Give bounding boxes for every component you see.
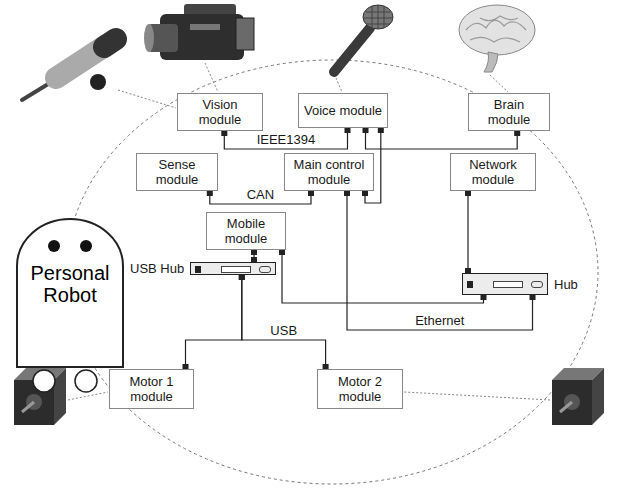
- cable-label: CAN: [245, 187, 276, 202]
- node-text: Motor 1 module: [114, 374, 189, 404]
- connector-plug: [481, 295, 487, 300]
- hub-box: [190, 262, 276, 275]
- connector-plug: [465, 191, 471, 196]
- hub-port: [493, 281, 523, 288]
- robot-boundary: [66, 60, 598, 484]
- node-text: Main control module: [289, 157, 369, 187]
- connector-plug: [345, 128, 351, 133]
- module-box: Main control module: [284, 153, 374, 191]
- module-box: Vision module: [177, 93, 263, 131]
- cable-label: IEEE1394: [255, 132, 318, 147]
- module-box: Voice module: [298, 93, 388, 128]
- hub-port: [467, 281, 473, 288]
- node-text: USB Hub: [130, 261, 184, 276]
- cable-label: USB: [268, 323, 299, 338]
- connector-plug: [279, 250, 285, 255]
- connector-plug: [362, 191, 368, 196]
- cable-line: [366, 128, 518, 149]
- node-text: Mobile module: [211, 216, 281, 246]
- module-box: Motor 1 module: [109, 369, 194, 409]
- hub-device: Hub: [462, 270, 578, 298]
- hub-device: USB Hub: [130, 259, 276, 278]
- module-box: Mobile module: [206, 212, 286, 250]
- node-text: Sense module: [141, 157, 213, 187]
- cable-line: [186, 275, 242, 369]
- robot-wheel: [33, 370, 97, 392]
- module-box: Network module: [450, 153, 536, 191]
- connector-plug: [207, 191, 213, 196]
- module-box: Brain module: [468, 93, 550, 131]
- module-box: Sense module: [136, 153, 218, 191]
- connector-plug: [378, 128, 384, 133]
- leader-line: [68, 63, 550, 400]
- node-text: Network module: [455, 157, 531, 187]
- robot-body: Personal Robot: [16, 218, 124, 368]
- connector-plug: [363, 128, 369, 133]
- connector-plug: [251, 250, 257, 255]
- connector-plug: [530, 295, 536, 300]
- hub-port: [259, 266, 271, 273]
- sensor-picture: [22, 39, 116, 100]
- robot-shape: [17, 219, 123, 367]
- robot-eye: [48, 240, 60, 252]
- camcorder-picture: [144, 4, 254, 60]
- cable-line: [224, 128, 347, 149]
- cable-line: [347, 191, 533, 330]
- node-text: Brain module: [473, 97, 545, 127]
- connector-plug: [239, 275, 245, 280]
- node-text: Personal Robot: [16, 262, 124, 306]
- hub-port: [195, 266, 201, 273]
- connector-plug: [221, 131, 227, 136]
- brain-picture: [459, 5, 535, 72]
- connector-plug: [344, 191, 350, 196]
- node-text: Motor 2 module: [322, 374, 398, 404]
- stepper-motor-picture: [14, 368, 66, 425]
- cable-label: Ethernet: [413, 313, 466, 328]
- connector-plug: [239, 275, 245, 280]
- microphone-picture: [334, 5, 393, 72]
- connector-plug: [514, 131, 520, 136]
- robot-eye: [80, 240, 92, 252]
- connector-plug: [308, 191, 314, 196]
- cable-line: [282, 250, 484, 303]
- hub-port: [221, 266, 251, 273]
- stepper-motor-picture: [552, 368, 604, 425]
- cable-line: [242, 275, 326, 369]
- module-box: Motor 2 module: [317, 369, 403, 409]
- cable-line: [467, 191, 468, 273]
- node-text: Voice module: [304, 103, 382, 118]
- hub-box: [462, 273, 548, 295]
- hub-port: [531, 281, 543, 288]
- node-text: Hub: [554, 277, 578, 292]
- node-text: Vision module: [182, 97, 258, 127]
